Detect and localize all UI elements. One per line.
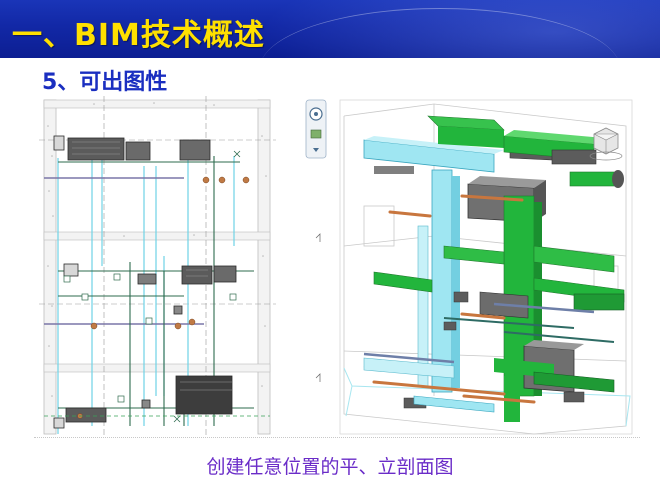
slide-subtitle: 5、可出图性 xyxy=(42,70,168,95)
title-bar: 一、BIM技术概述 xyxy=(0,0,660,58)
nav-wheel-icon[interactable] xyxy=(305,99,327,159)
figure-separator xyxy=(34,437,640,438)
plan-view-drawing xyxy=(39,96,321,438)
bim-drawing-figure xyxy=(34,96,640,442)
title-bar-decoration xyxy=(260,8,620,58)
slide-title: 一、BIM技术概述 xyxy=(12,18,265,53)
view-cube-icon[interactable] xyxy=(589,127,623,161)
figure-caption: 创建任意位置的平、立剖面图 xyxy=(206,456,454,478)
3d-model-view xyxy=(339,99,633,435)
